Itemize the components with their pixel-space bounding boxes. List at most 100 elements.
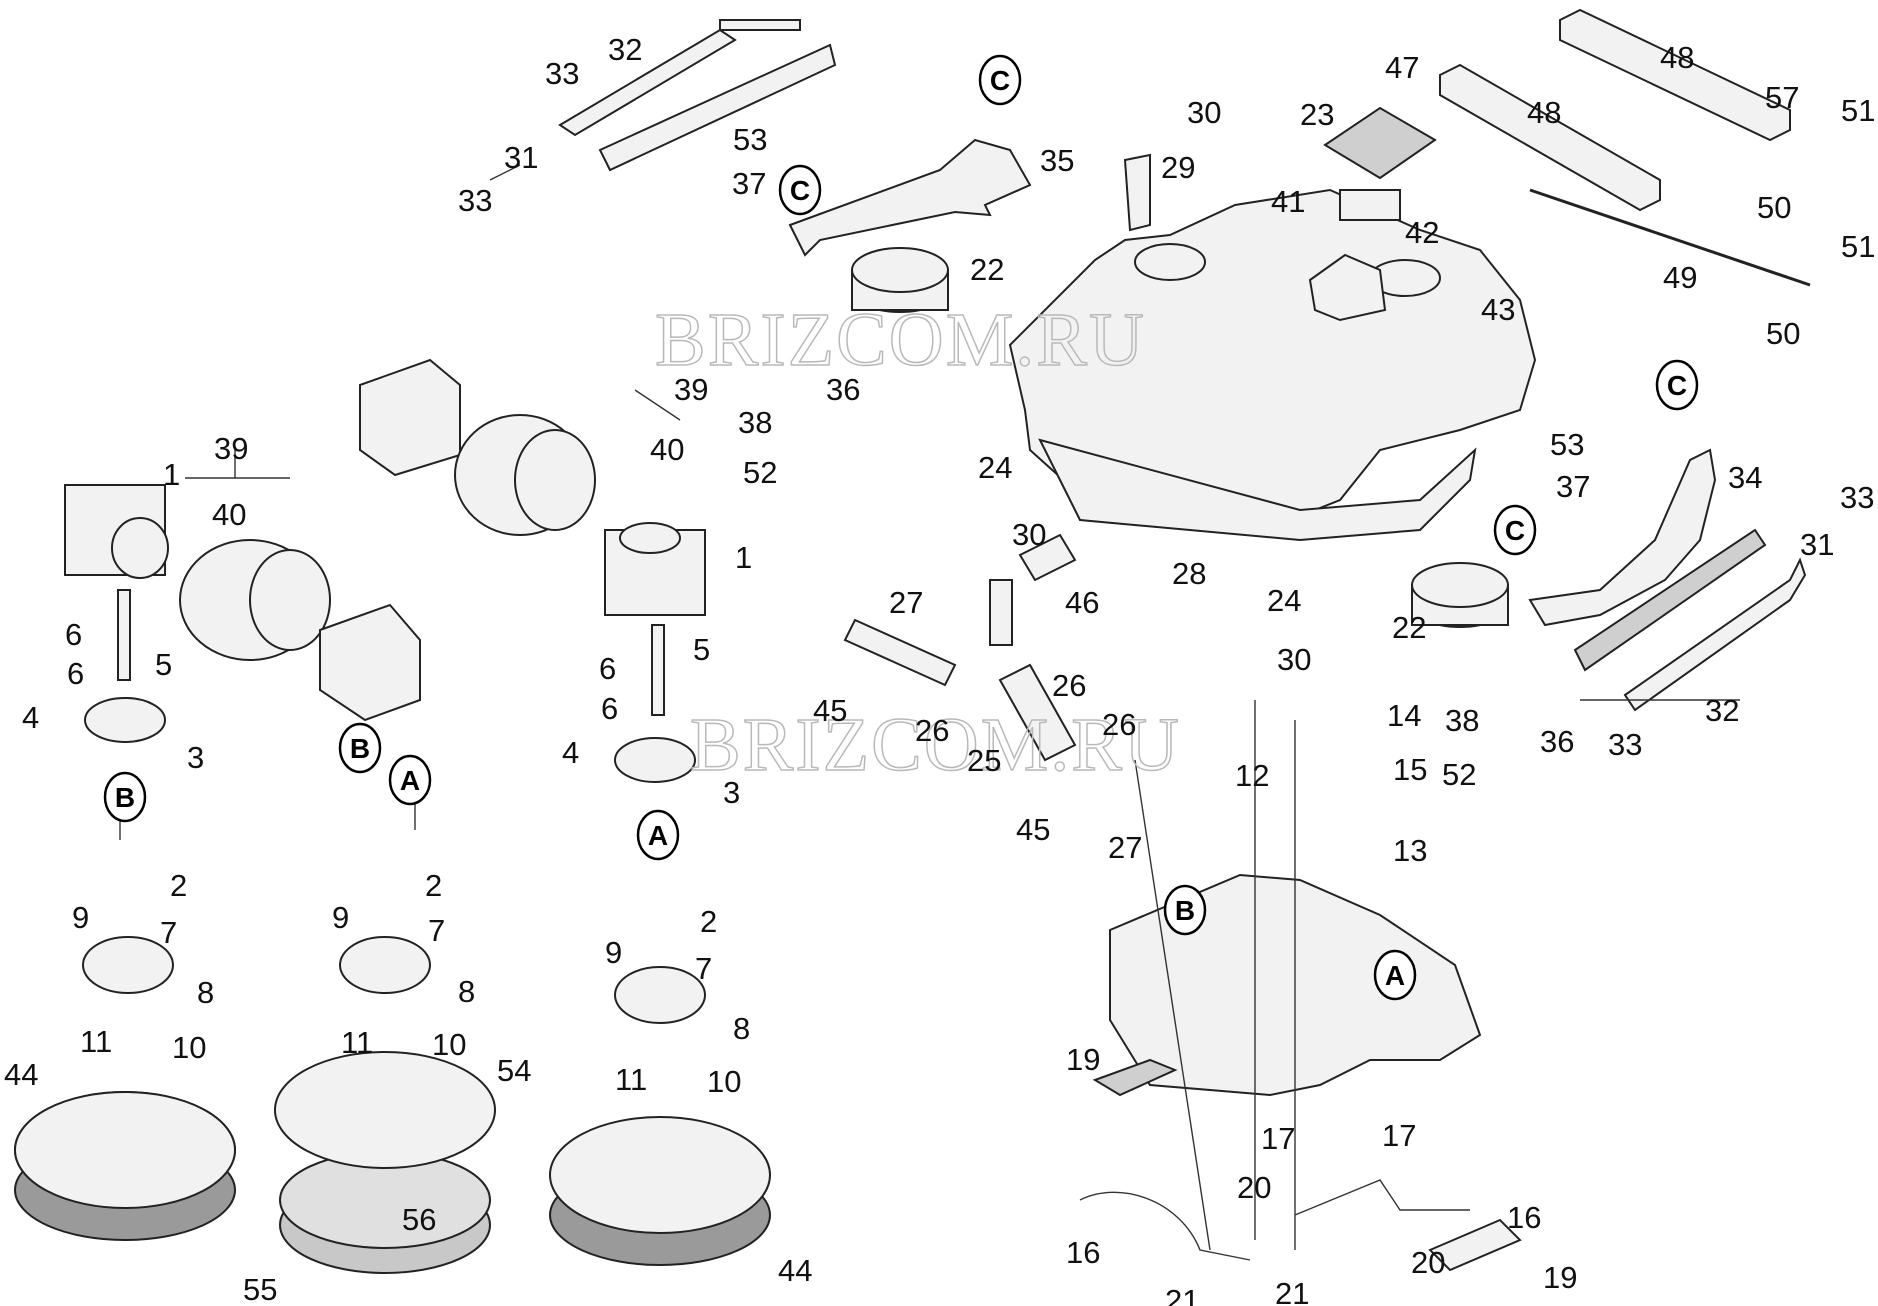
ref-circle-b: B [338,722,382,774]
part-number-label: 4 [22,700,39,735]
part-number-label: 26 [915,713,949,748]
part-number-label: 7 [428,913,445,948]
lift-linkage [1079,1058,1522,1272]
part-number-label: 17 [1382,1118,1416,1153]
rear-frame-bars [1439,8,1811,287]
part-number-label: 51 [1841,229,1875,264]
brush-deflector-strip-left [558,19,837,172]
part-number-label: 44 [4,1057,38,1092]
part-number-label: 12 [1235,758,1269,793]
part-number-label: 27 [1108,830,1142,865]
part-number-label: 34 [1728,460,1762,495]
part-number-label: 32 [608,32,642,67]
part-number-label: 1 [163,457,180,492]
part-number-label: 39 [674,372,708,407]
bracket-29 [1123,153,1151,232]
cover-plate [1323,106,1437,180]
part-number-label: 2 [700,904,717,939]
part-number-label: 5 [693,632,710,667]
part-number-label: 38 [1445,703,1479,738]
part-number-label: 3 [723,775,740,810]
ref-circle-c: C [1655,359,1699,411]
svg-text:A: A [648,820,668,851]
part-number-label: 37 [732,166,766,201]
part-number-label: 7 [160,915,177,950]
part-number-label: 11 [341,1025,373,1060]
part-number-label: 6 [599,651,616,686]
part-number-label: 9 [72,900,89,935]
part-number-label: 22 [1392,610,1426,645]
part-number-label: 21 [1275,1276,1309,1306]
watermark-top: BRIZCOM.RU [655,298,1146,382]
part-number-label: 40 [212,497,246,532]
part-number-label: 37 [1556,469,1590,504]
part-number-label: 46 [1065,585,1099,620]
flange-left [84,697,166,743]
part-number-label: 11 [615,1062,647,1097]
hoses [843,533,1077,762]
part-number-label: 17 [1261,1121,1295,1156]
part-number-label: 8 [733,1011,750,1046]
part-number-label: 11 [80,1024,112,1059]
brush-deflector-strip-right [1573,528,1807,712]
ref-circle-c: C [978,54,1022,106]
drive-hubs [82,936,706,1024]
part-number-label: 55 [243,1272,277,1306]
brushes-and-pad [14,1051,771,1274]
svg-text:B: B [1175,895,1195,926]
svg-text:C: C [790,175,810,206]
part-number-label: 39 [214,431,248,466]
part-number-label: 6 [601,691,618,726]
part-number-label: 36 [1540,724,1574,759]
part-number-label: 8 [197,975,214,1010]
motor-left [64,484,421,722]
part-number-label: 3 [187,740,204,775]
part-number-label: 2 [170,868,187,903]
part-number-label: 21 [1165,1283,1199,1306]
shaft-left [117,589,131,681]
part-number-label: 20 [1237,1170,1271,1205]
svg-text:A: A [1385,960,1405,991]
svg-text:C: C [990,65,1010,96]
part-number-label: 23 [1300,97,1334,132]
part-number-label: 43 [1481,292,1515,327]
flange-center [614,737,696,783]
part-number-label: 42 [1405,215,1439,250]
part-number-label: 13 [1393,833,1427,868]
ref-circle-c: C [778,164,822,216]
part-number-label: 38 [738,405,772,440]
part-number-label: 48 [1527,95,1561,130]
part-number-label: 33 [1840,480,1874,515]
part-number-label: 26 [1102,707,1136,742]
part-number-label: 48 [1660,40,1694,75]
part-number-label: 32 [1705,693,1739,728]
shaft-center [651,624,665,716]
part-number-label: 16 [1066,1235,1100,1270]
part-drawings [14,8,1811,1274]
part-number-label: 50 [1757,190,1791,225]
part-number-label: 25 [967,743,1001,778]
svg-text:B: B [115,782,135,813]
part-number-label: 14 [1387,698,1421,733]
part-number-label: 20 [1411,1245,1445,1280]
part-number-label: 56 [402,1202,436,1237]
ref-circle-a: A [388,754,432,806]
part-number-label: 52 [743,455,777,490]
part-number-label: 47 [1385,50,1419,85]
part-number-label: 44 [778,1253,812,1288]
part-number-label: 33 [545,56,579,91]
part-number-label: 33 [1608,727,1642,762]
part-number-label: 8 [458,974,475,1009]
part-number-label: 9 [332,900,349,935]
part-number-label: 15 [1393,752,1427,787]
part-number-label: 6 [65,617,82,652]
mounting-arm-34 [1528,448,1717,627]
part-number-label: 29 [1161,150,1195,185]
part-number-label: 28 [1172,556,1206,591]
leader-lines [119,164,1740,1251]
mounting-arm-35 [788,138,1032,257]
svg-text:C: C [1667,370,1687,401]
ref-circle-a: A [636,809,680,861]
